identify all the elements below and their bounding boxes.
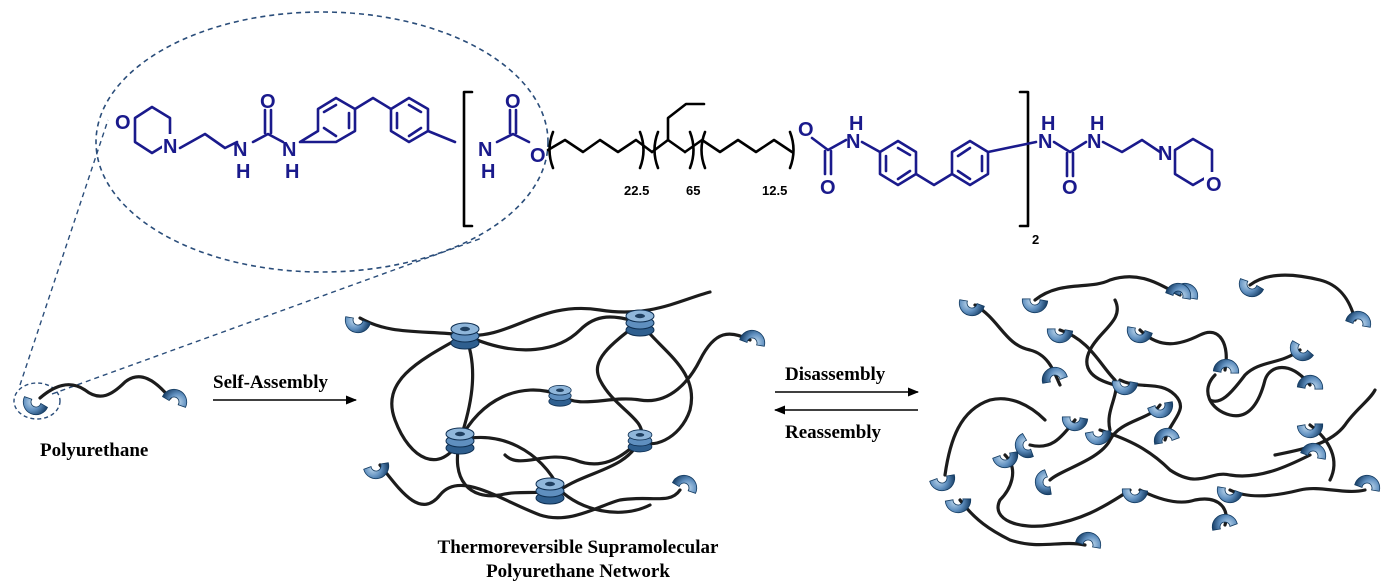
svg-text:H: H [236, 161, 250, 183]
svg-text:O: O [1062, 177, 1078, 199]
self-assembly-arrow: Self-Assembly [213, 372, 358, 405]
benzene-ring-1 [298, 96, 357, 144]
network-caption-line2: Polyurethane Network [486, 561, 670, 582]
svg-text:H: H [285, 161, 299, 183]
single-polyurethane-chain [20, 375, 190, 419]
disassembled-chains [927, 272, 1383, 558]
backbone-segment-1 [546, 138, 654, 154]
linker-right [1101, 138, 1162, 154]
svg-text:N: N [1038, 131, 1052, 153]
svg-text:N: N [1158, 143, 1172, 165]
svg-text:12.5: 12.5 [762, 183, 787, 198]
linker-left [178, 132, 239, 150]
svg-text:H: H [481, 161, 495, 183]
svg-text:H: H [1041, 113, 1055, 135]
polyurethane-label: Polyurethane [40, 440, 148, 461]
equilibrium-arrows: Disassembly Reassembly [773, 364, 920, 443]
svg-text:N: N [478, 139, 492, 161]
svg-text:N: N [233, 139, 247, 161]
disassembly-label: Disassembly [785, 364, 886, 385]
svg-text:O: O [260, 91, 276, 113]
morpholine-right: N O [1158, 137, 1224, 196]
svg-text:O: O [505, 91, 521, 113]
chemical-structure: O N N H O N H 2 N H O O 2 [113, 90, 1224, 247]
supramolecular-network [342, 290, 768, 520]
bracket-left [462, 90, 474, 228]
svg-text:22.5: 22.5 [624, 183, 649, 198]
zoom-callout [13, 11, 549, 420]
self-assembly-label: Self-Assembly [213, 372, 329, 393]
network-caption-line1: Thermoreversible Supramolecular [438, 537, 719, 558]
svg-text:O: O [1206, 174, 1222, 196]
svg-text:O: O [115, 112, 131, 134]
svg-text:N: N [846, 131, 860, 153]
svg-text:N: N [163, 136, 177, 158]
svg-text:H: H [849, 113, 863, 135]
morpholine-left: O N [113, 105, 180, 158]
ethyl-branch [666, 102, 706, 142]
reassembly-label: Reassembly [785, 422, 882, 443]
svg-text:H: H [1090, 113, 1104, 135]
svg-text:O: O [798, 119, 814, 141]
svg-text:2: 2 [1032, 232, 1039, 247]
bracket-right [1018, 90, 1030, 228]
svg-text:O: O [530, 145, 546, 167]
svg-text:65: 65 [686, 183, 700, 198]
svg-text:N: N [282, 139, 296, 161]
svg-text:N: N [1087, 131, 1101, 153]
svg-text:O: O [820, 177, 836, 199]
